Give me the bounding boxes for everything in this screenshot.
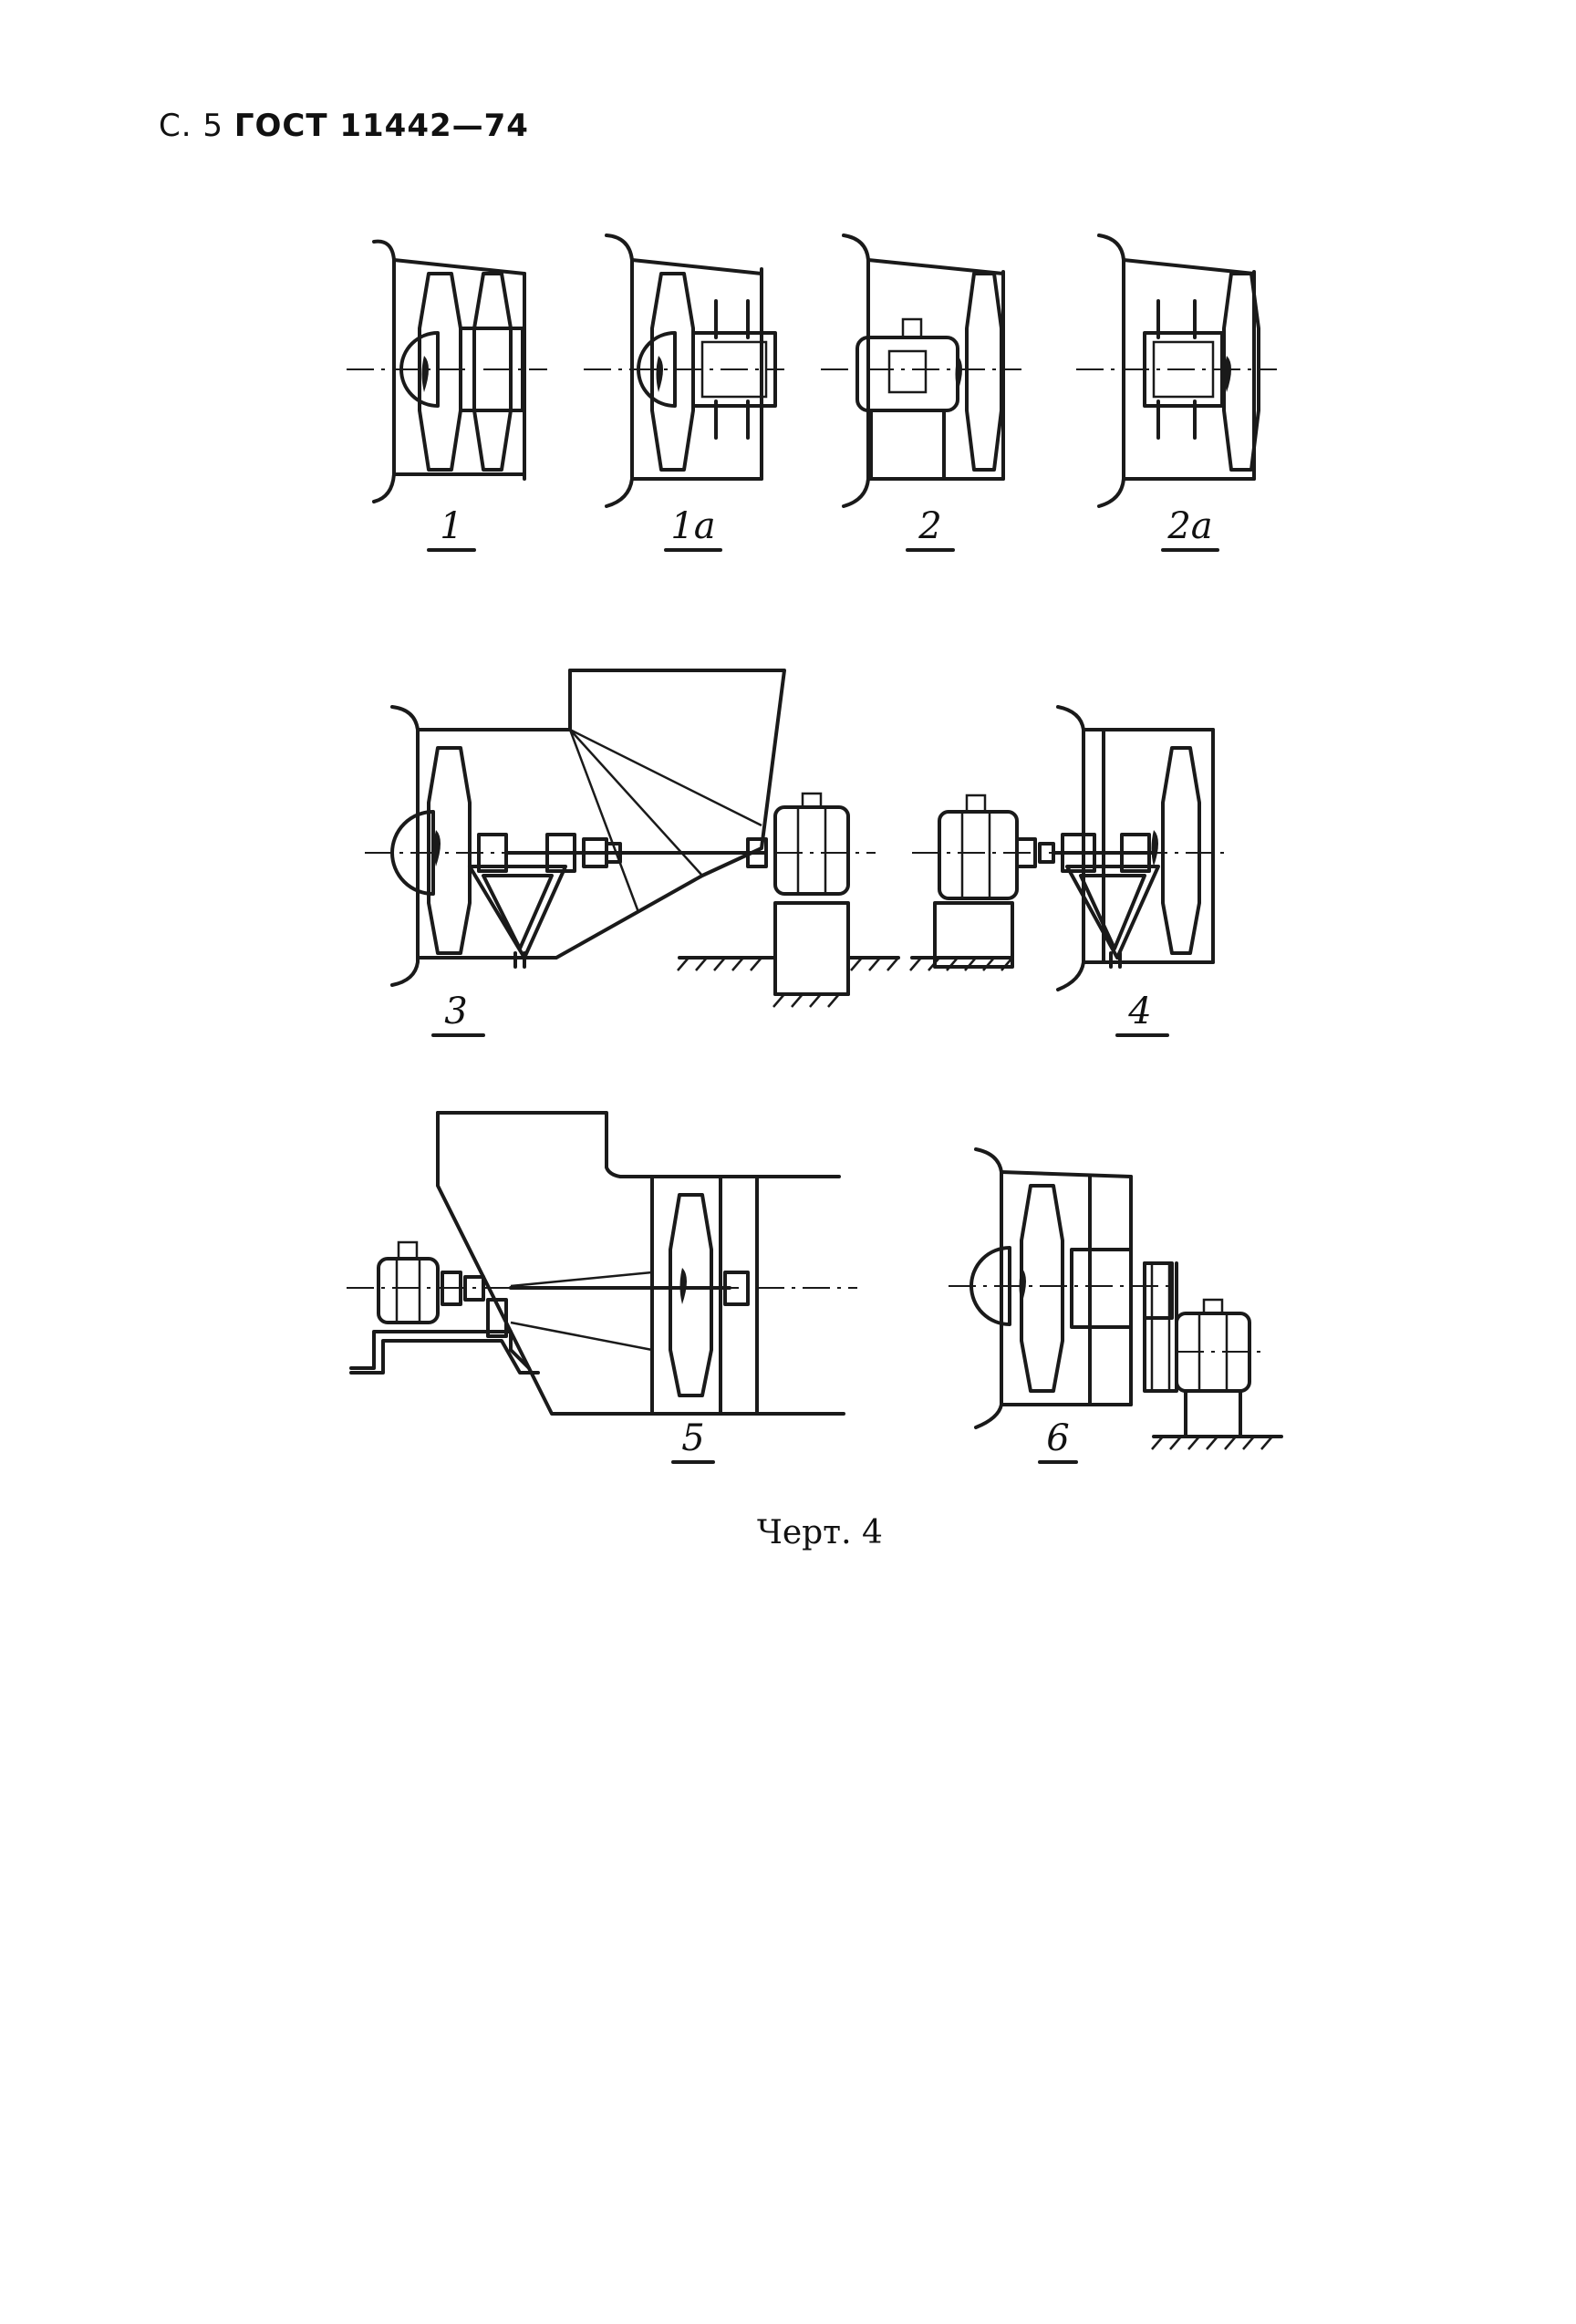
figure-6-label: 6: [1046, 1417, 1069, 1459]
figure-1-label: 1: [440, 505, 462, 547]
gost-number: ГОСТ 11442—74: [233, 108, 529, 144]
page-header: С. 5 ГОСТ 11442—74: [159, 108, 529, 144]
figure-5-label: 5: [681, 1417, 704, 1459]
figure-4-drawing: [909, 705, 1231, 991]
figure-2-label: 2: [918, 505, 941, 547]
figure-1a-label: 1а: [670, 505, 715, 547]
page-number: С. 5: [159, 108, 223, 144]
figure-3-label: 3: [444, 991, 467, 1032]
figure-5-drawing: [347, 1111, 857, 1416]
figure-3-drawing: [365, 669, 900, 1008]
figure-4-label: 4: [1127, 991, 1151, 1032]
figure-2a-drawing: [1076, 233, 1277, 508]
figure-1-drawing: [347, 239, 547, 503]
figure-1a-drawing: [584, 233, 784, 508]
figure-caption: Черт. 4: [757, 1514, 883, 1551]
figure-2a-label: 2а: [1166, 505, 1212, 547]
figure-2-drawing: [821, 233, 1021, 508]
figure-6-drawing: [949, 1147, 1283, 1450]
